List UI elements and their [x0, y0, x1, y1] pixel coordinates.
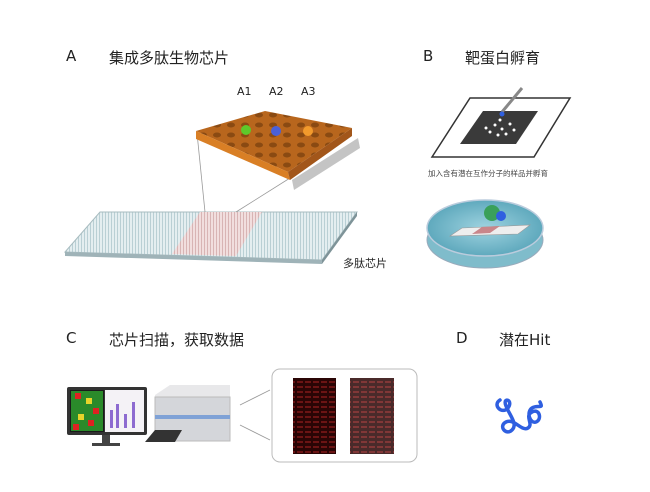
zoom-line: [239, 424, 271, 441]
panel-title-c: 芯片扫描，获取数据: [109, 331, 245, 349]
panel-letter-c: C: [66, 329, 77, 347]
computer-monitor-icon: [67, 387, 147, 446]
zoom-line: [239, 389, 271, 406]
scan-image-2: [350, 378, 394, 454]
panel-title-d: 潜在Hit: [499, 331, 551, 349]
incubation-caption: 加入含有潜在互作分子的样品并孵育: [428, 169, 548, 178]
panel-title-a: 集成多肽生物芯片: [109, 49, 230, 67]
peptide-chip-slide: [63, 211, 358, 264]
spot-a1: [241, 125, 251, 135]
spot-label-a3: A3: [301, 85, 316, 98]
petri-dish: [426, 199, 544, 269]
zoom-line: [196, 132, 206, 213]
pipette-icon: [500, 87, 524, 113]
chip-label: 多肽芯片: [343, 257, 387, 270]
spot-a3: [303, 126, 313, 136]
hit-peptide-icon: [495, 398, 544, 434]
zoom-line: [235, 177, 291, 213]
spot-label-a1: A1: [237, 85, 252, 98]
panel-letter-b: B: [423, 47, 434, 65]
spot-a2: [271, 126, 281, 136]
heatmap-thumbnail: [71, 391, 103, 431]
spot-label-a2: A2: [269, 85, 284, 98]
scan-image-1: [293, 378, 336, 454]
panel-letter-a: A: [66, 47, 77, 65]
panel-letter-d: D: [456, 329, 468, 347]
incubation-slide-illustration: [430, 87, 572, 158]
peptide-array-slab: [196, 111, 360, 190]
panel-title-b: 靶蛋白孵育: [465, 49, 541, 67]
scanner-icon: [145, 385, 231, 442]
